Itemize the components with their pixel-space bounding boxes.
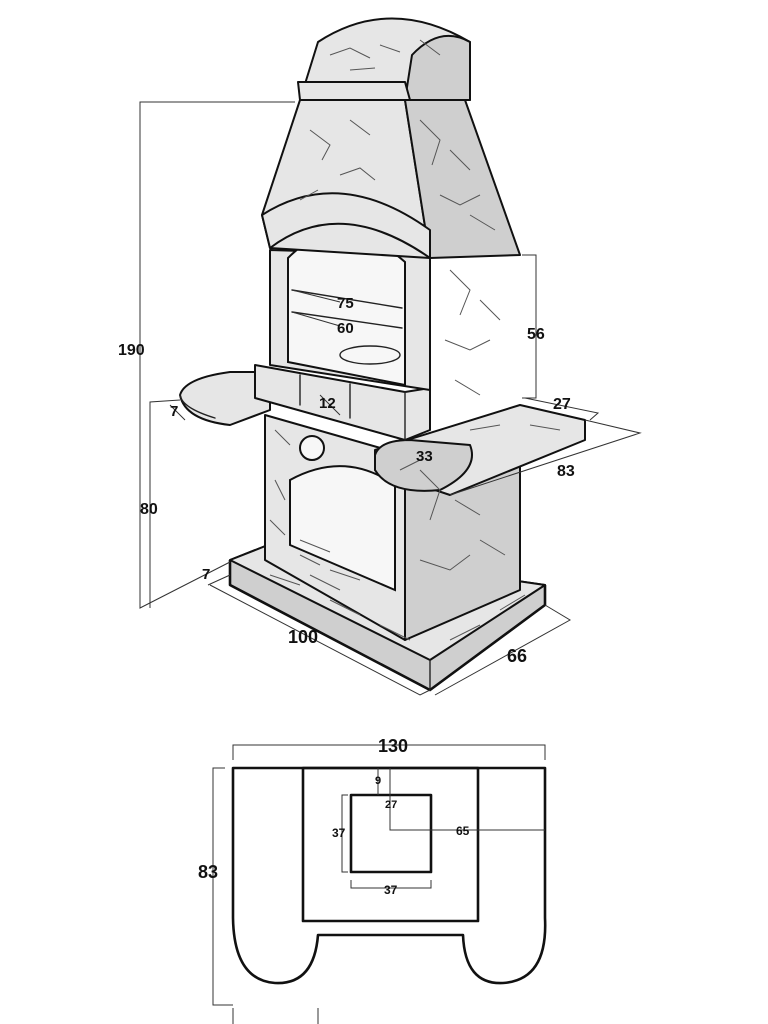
dim-top-depth: 27 [553, 396, 571, 413]
plan-firebox [349, 793, 433, 874]
bbq-elevation-view: 190 56 27 75 60 12 33 83 7 80 7 100 66 [118, 17, 642, 696]
lower-body [264, 414, 521, 641]
firewood-opening [289, 465, 396, 592]
dim-shelf-thickness: 7 [170, 403, 178, 420]
dim-total-height: 190 [118, 342, 145, 359]
front-ledge [254, 364, 431, 441]
dim-base-width: 100 [288, 627, 318, 647]
dim-ledge-height: 12 [319, 395, 336, 412]
dim-plan-square-height: 37 [332, 826, 346, 840]
left-side-shelf [179, 371, 271, 426]
dim-plan-inner-depth: 27 [385, 799, 397, 811]
grill-chamber [269, 231, 431, 391]
dim-hood-height: 56 [527, 326, 545, 343]
stone-texture [269, 39, 561, 641]
dim-base-thickness: 7 [202, 566, 210, 583]
dim-base-depth: 66 [507, 646, 527, 666]
right-countertop [374, 404, 586, 496]
dim-base-height: 80 [140, 501, 158, 518]
dim-plan-width-total: 130 [378, 736, 408, 756]
dim-grill-width: 75 [337, 295, 354, 312]
round-vent [299, 435, 325, 461]
dim-plan-inner-offset: 9 [375, 775, 381, 787]
dim-counter-depth: 33 [416, 448, 433, 465]
dim-plan-depth-total: 83 [198, 862, 218, 882]
dim-counter-length: 83 [557, 463, 575, 480]
plan-outline [231, 766, 547, 985]
chimney-cap [297, 17, 471, 101]
dim-grate-width: 60 [337, 320, 354, 337]
elevation-dimension-lines [139, 101, 642, 696]
dim-plan-square-width: 37 [384, 883, 398, 897]
bbq-plan-view [212, 744, 547, 1024]
hood [261, 99, 521, 259]
dim-plan-to-edge: 65 [456, 824, 470, 838]
